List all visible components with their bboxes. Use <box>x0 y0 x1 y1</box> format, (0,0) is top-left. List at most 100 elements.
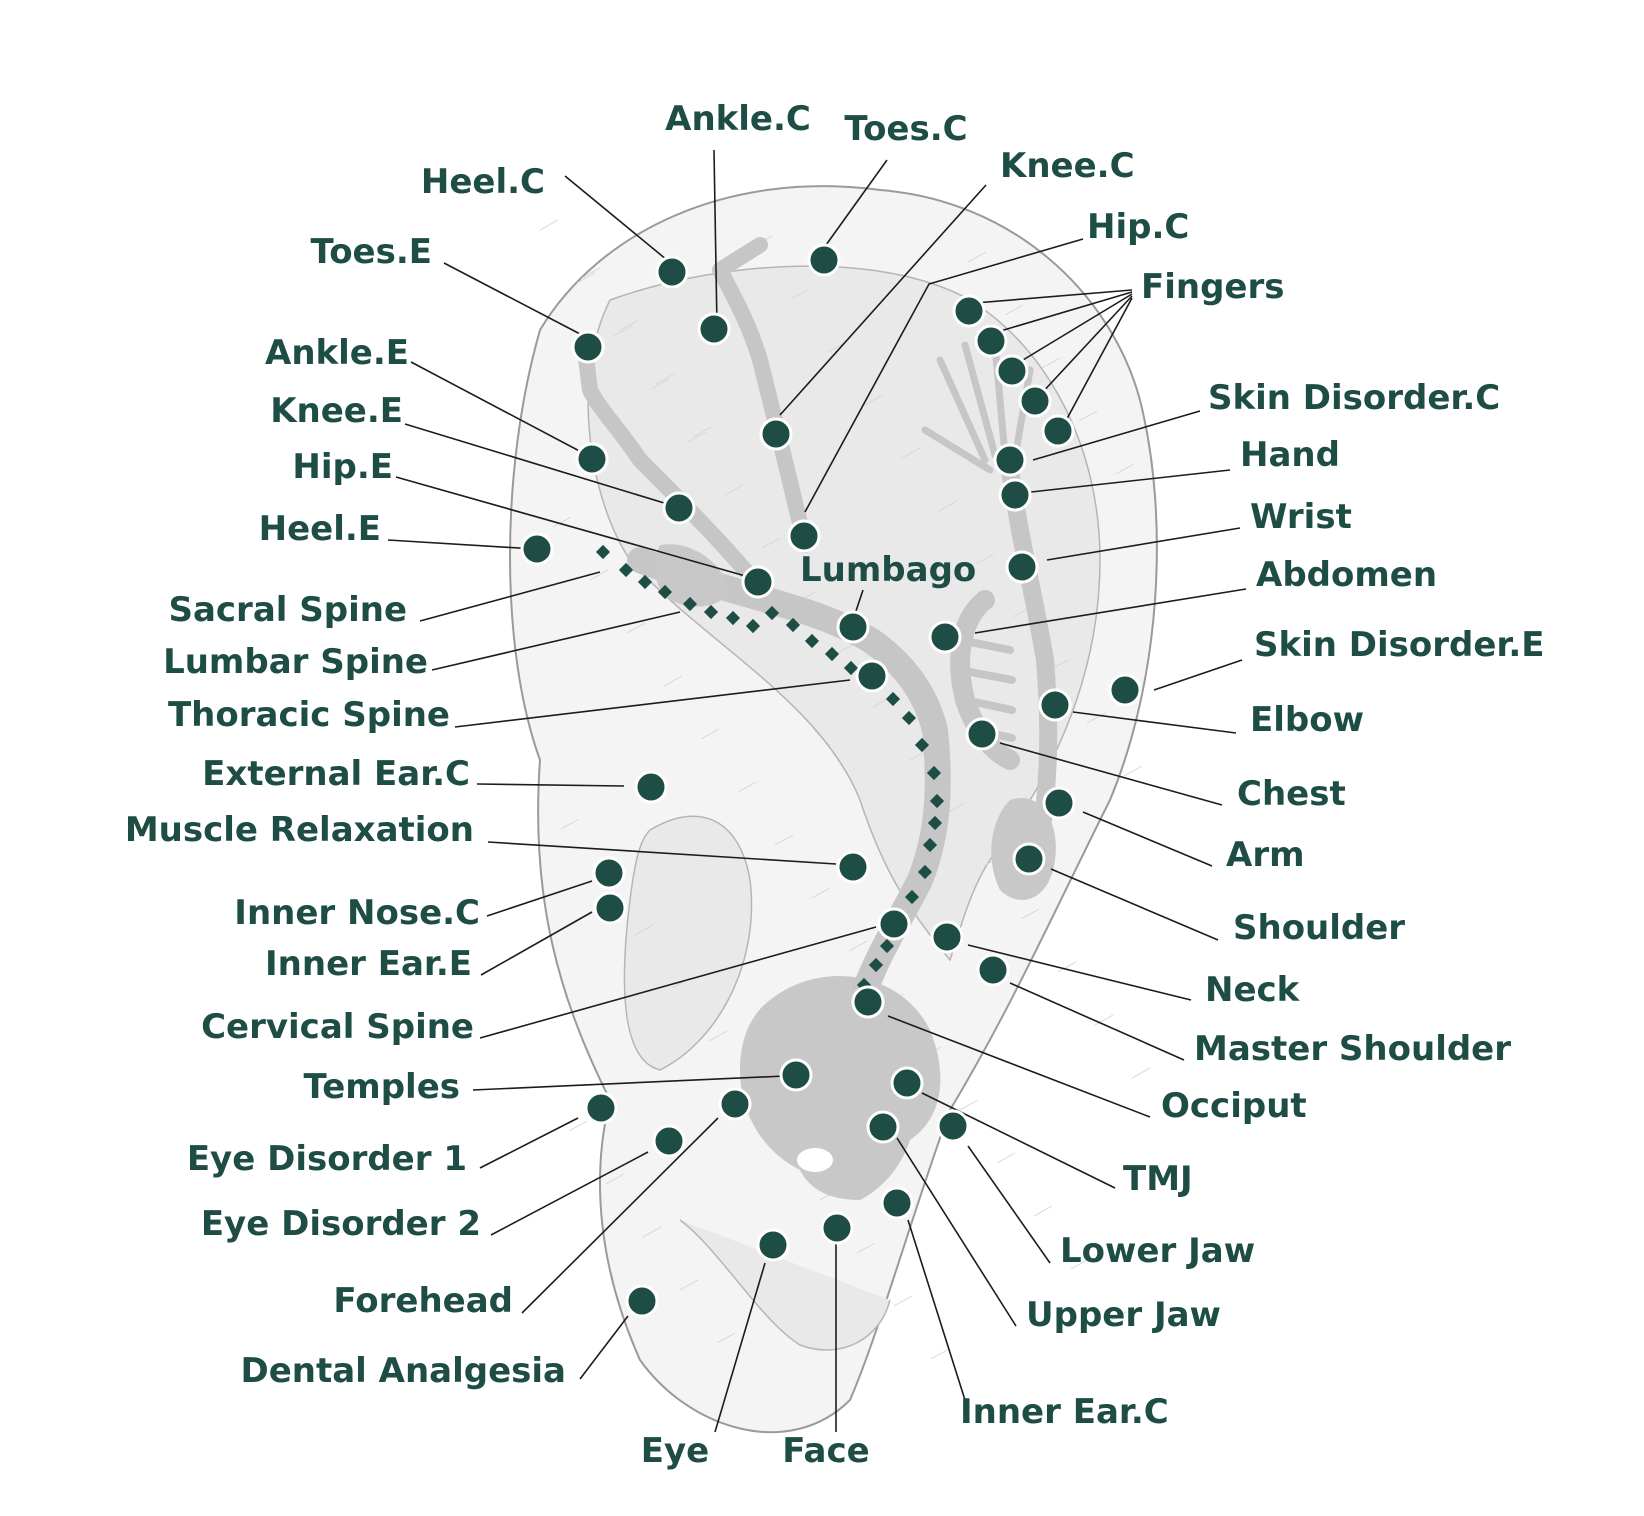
fingers-point-4[interactable] <box>1018 384 1052 418</box>
eye-disorder-1-point[interactable] <box>584 1091 618 1125</box>
dental-analgesia-point[interactable] <box>625 1284 659 1318</box>
shoulder-point[interactable] <box>1012 842 1046 876</box>
ear-texture-stroke <box>679 1279 699 1291</box>
hip-c-point[interactable] <box>787 519 821 553</box>
pelvis-shape <box>654 544 730 607</box>
spine-vertebra-marker <box>904 889 920 905</box>
lower-jaw-point[interactable] <box>936 1109 970 1143</box>
ear-texture-stroke <box>618 320 638 332</box>
upper-jaw-point[interactable] <box>866 1110 900 1144</box>
neck-leader-line <box>967 944 1192 1001</box>
knee-c-point[interactable] <box>759 417 793 451</box>
inner-nose-c-point[interactable] <box>592 856 626 890</box>
ear-texture-stroke <box>1086 712 1106 724</box>
ear-texture-stroke <box>687 431 707 443</box>
occiput-point[interactable] <box>851 985 885 1019</box>
ankle-e-point[interactable] <box>575 442 609 476</box>
fingers-point-2[interactable] <box>974 324 1008 358</box>
forehead-point[interactable] <box>718 1087 752 1121</box>
abdomen-leader-line <box>974 588 1247 634</box>
inner-ear-e-leader-line <box>480 911 593 976</box>
muscle-relaxation-label: Muscle Relaxation <box>125 810 474 850</box>
eye-label: Eye <box>641 1431 709 1471</box>
face-label: Face <box>782 1431 869 1471</box>
ear-texture-stroke <box>1115 463 1135 475</box>
spine-vertebra-marker <box>703 604 719 620</box>
eye-disorder-2-leader-line <box>490 1151 649 1236</box>
ear-texture-stroke <box>724 484 744 496</box>
knee-e-label: Knee.E <box>270 391 403 431</box>
arm-point[interactable] <box>1042 786 1076 820</box>
inner-ear-c-point[interactable] <box>880 1186 914 1220</box>
toes-c-label: Toes.C <box>844 109 967 149</box>
eye-disorder-2-label: Eye Disorder 2 <box>201 1204 481 1244</box>
elbow-point[interactable] <box>1038 688 1072 722</box>
spine-vertebra-marker <box>926 765 942 781</box>
hip-c-leader-line <box>804 238 1084 513</box>
hand-point[interactable] <box>998 478 1032 512</box>
ear-texture-stroke <box>1033 1205 1053 1217</box>
ear-texture-stroke <box>835 643 855 655</box>
skin-disorder-c-point[interactable] <box>993 443 1027 477</box>
eye-disorder-1-label: Eye Disorder 1 <box>187 1139 467 1179</box>
ankle-c-point[interactable] <box>697 312 731 346</box>
fingers-leader-line <box>1017 293 1133 364</box>
shoulder-leader-line <box>1050 868 1219 941</box>
ear-texture-stroke <box>1041 357 1061 369</box>
fingers-point-5[interactable] <box>1041 414 1075 448</box>
spine-vertebra-marker <box>914 737 930 753</box>
heel-c-label: Heel.C <box>421 162 545 202</box>
arm-shape <box>1001 461 1058 849</box>
hand-leader-line <box>1030 469 1231 493</box>
knee-e-point[interactable] <box>662 491 696 525</box>
tmj-point[interactable] <box>890 1066 924 1100</box>
inner-ear-c-leader-line <box>907 1219 966 1401</box>
ear-texture-stroke <box>581 267 601 279</box>
eye-point[interactable] <box>756 1228 790 1262</box>
occiput-leader-line <box>887 1015 1151 1118</box>
toes-c-point[interactable] <box>807 243 841 277</box>
skin-disorder-e-point[interactable] <box>1108 673 1142 707</box>
spine-vertebra-marker <box>843 660 859 676</box>
ear-texture-stroke <box>708 1030 728 1042</box>
spine-vertebra-marker <box>764 605 780 621</box>
hip-e-point[interactable] <box>741 565 775 599</box>
fingers-point-1[interactable] <box>952 294 986 328</box>
ear-texture-stroke <box>1078 410 1098 422</box>
inner-ear-e-point[interactable] <box>593 891 627 925</box>
temples-point[interactable] <box>779 1058 813 1092</box>
ear-texture-stroke <box>893 1295 913 1307</box>
thoracic-spine-point[interactable] <box>855 659 889 693</box>
muscle-relaxation-point[interactable] <box>836 850 870 884</box>
face-point[interactable] <box>820 1211 854 1245</box>
heel-c-point[interactable] <box>655 255 689 289</box>
heel-e-point[interactable] <box>520 532 554 566</box>
skin-disorder-e-leader-line <box>1153 659 1243 691</box>
elbow-leader-line <box>1072 711 1237 734</box>
hip-e-label: Hip.E <box>292 447 393 487</box>
fingers-label: Fingers <box>1141 267 1285 307</box>
ear-lobe-fold <box>679 1219 891 1351</box>
master-shoulder-point[interactable] <box>976 953 1010 987</box>
toes-e-point[interactable] <box>571 330 605 364</box>
leg-e-shape <box>577 342 753 578</box>
spine-vertebra-marker <box>824 646 840 662</box>
heel-e-label: Heel.E <box>259 509 381 549</box>
wrist-point[interactable] <box>1005 550 1039 584</box>
fingers-leader-line <box>996 291 1133 333</box>
chest-leader-line <box>999 742 1223 806</box>
cervical-spine-point[interactable] <box>877 907 911 941</box>
temples-leader-line <box>472 1075 786 1091</box>
eye-disorder-2-point[interactable] <box>652 1124 686 1158</box>
external-ear-c-point[interactable] <box>634 770 668 804</box>
lumbago-point[interactable] <box>836 610 870 644</box>
spine-vertebra-marker <box>927 815 943 831</box>
fingers-point-3[interactable] <box>995 354 1029 388</box>
ankle-e-label: Ankle.E <box>265 333 409 373</box>
skin-disorder-e-label: Skin Disorder.E <box>1254 625 1545 665</box>
thoracic-spine-leader-line <box>454 679 851 728</box>
temples-label: Temples <box>304 1067 460 1107</box>
neck-point[interactable] <box>930 920 964 954</box>
abdomen-point[interactable] <box>928 620 962 654</box>
chest-point[interactable] <box>965 717 999 751</box>
